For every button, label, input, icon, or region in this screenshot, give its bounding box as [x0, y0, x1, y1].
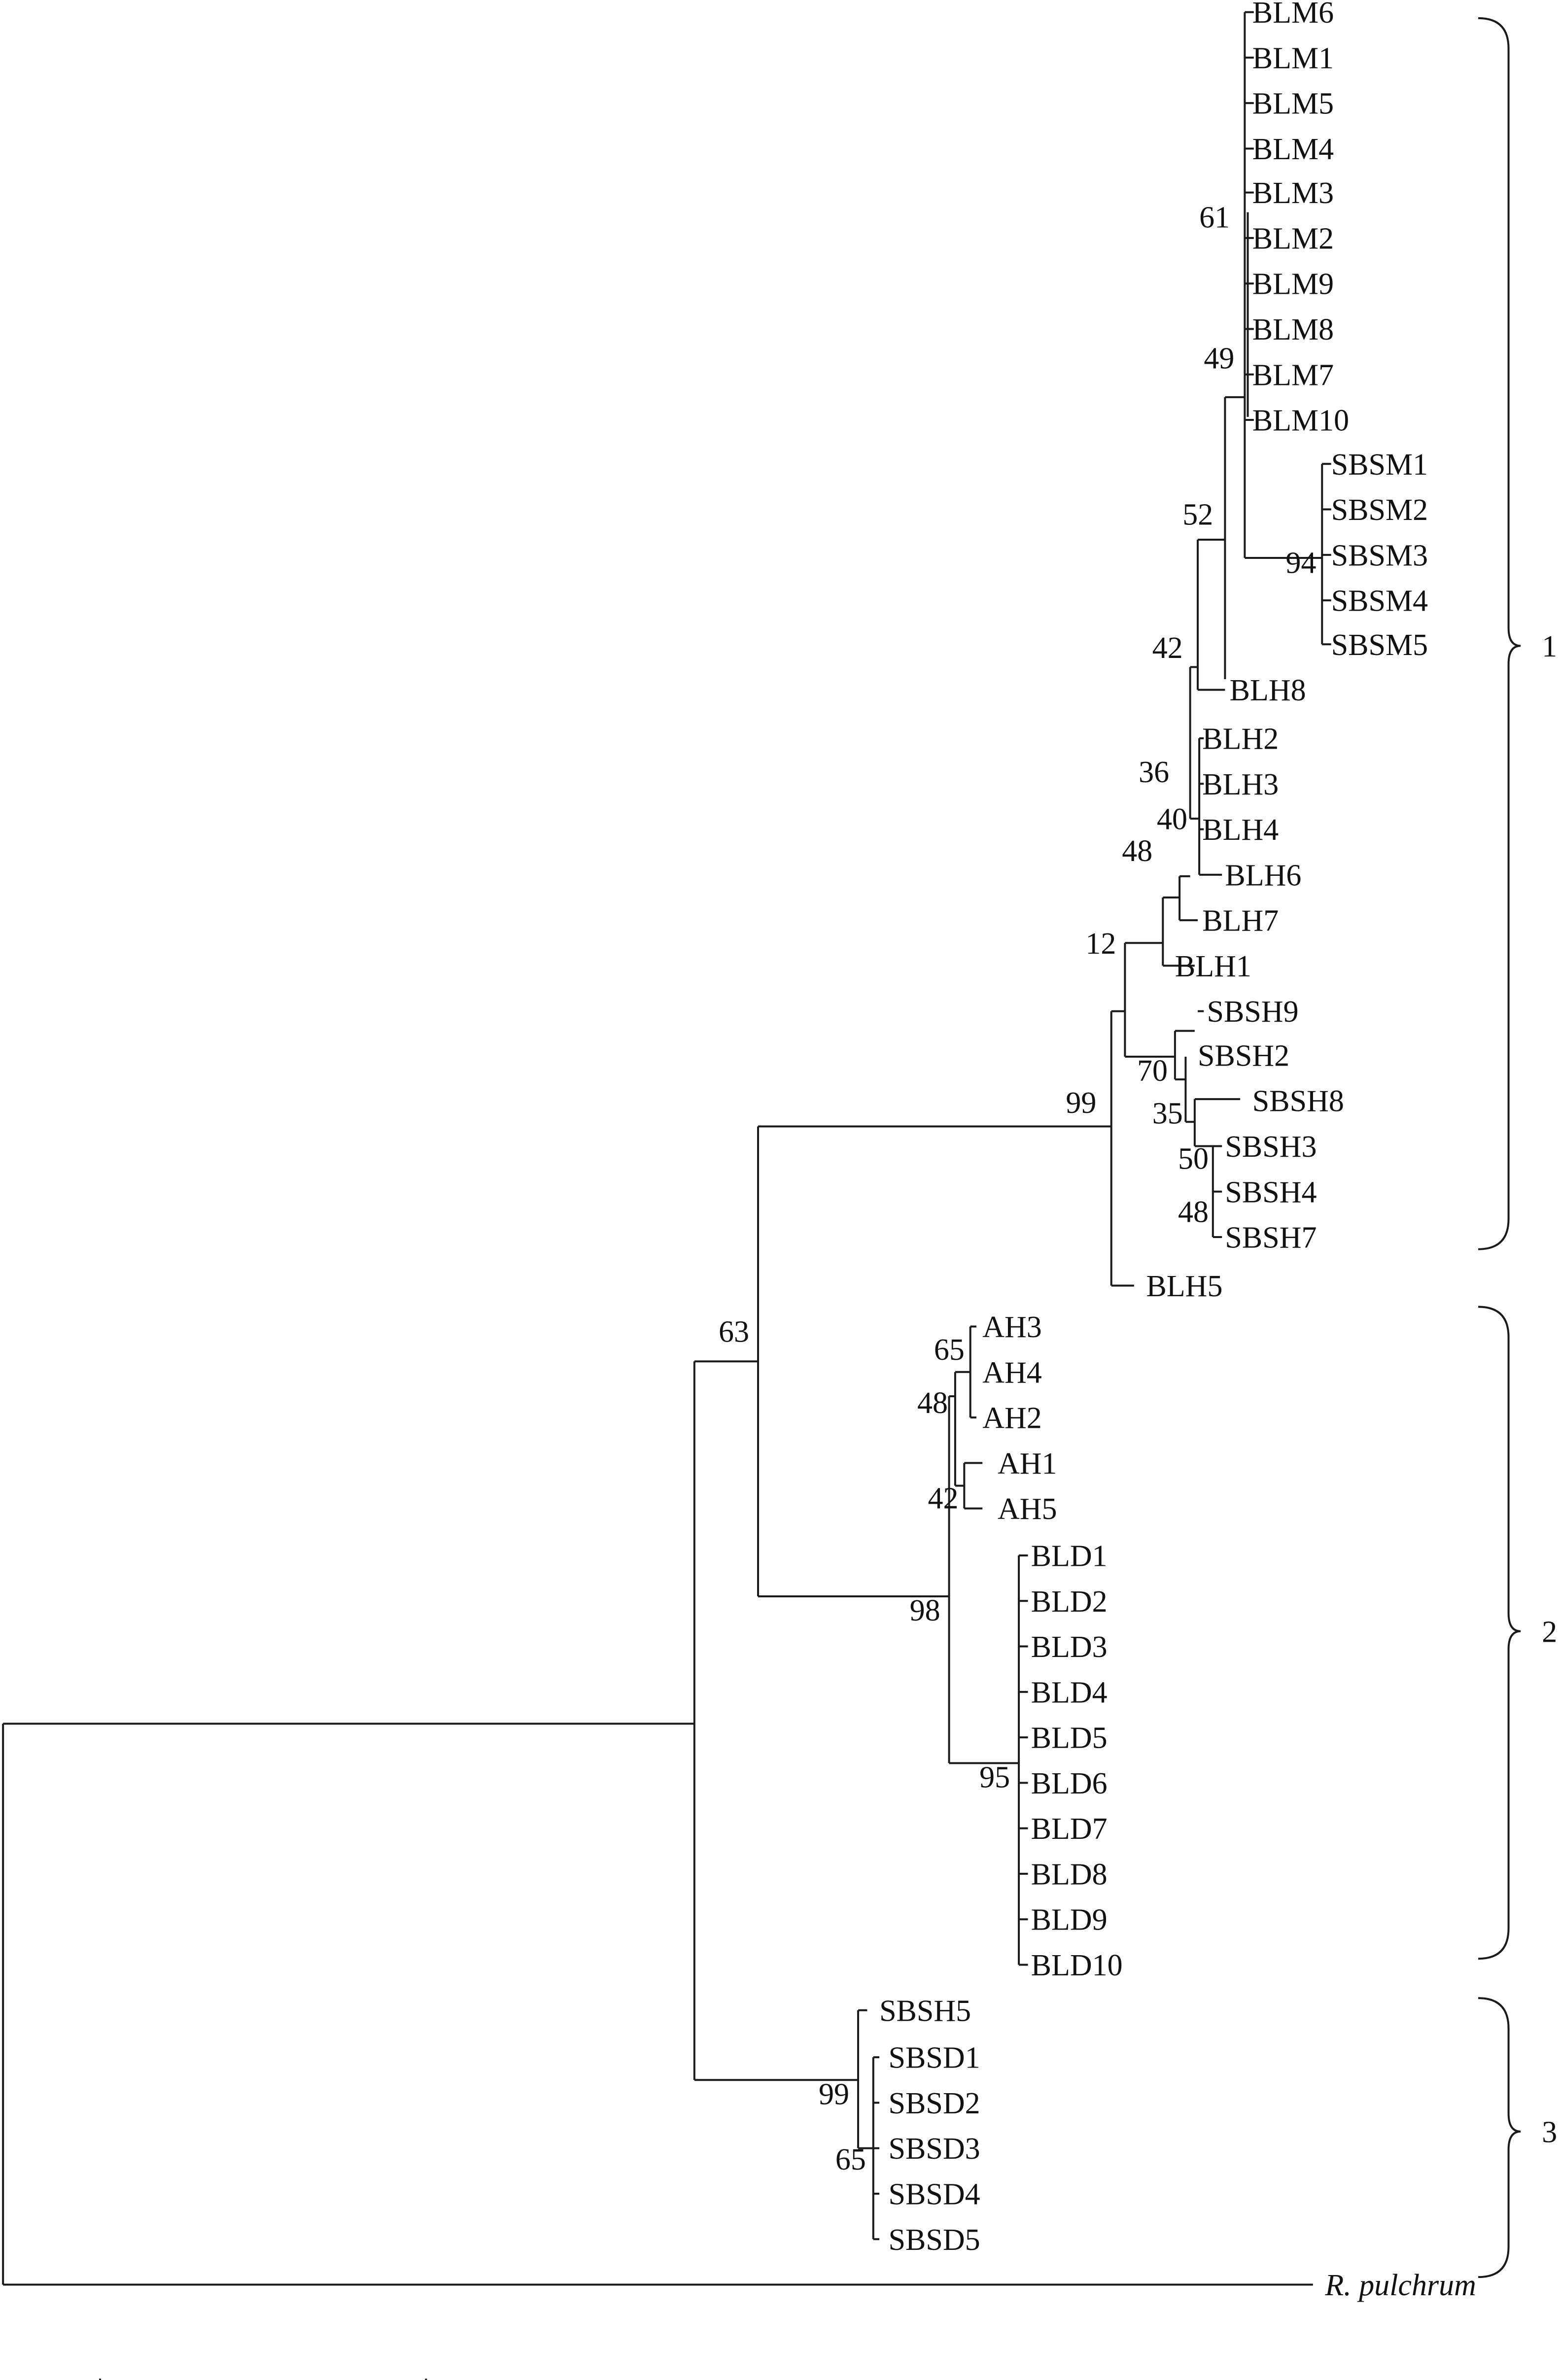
leaf-label-bld2: BLD2	[1031, 1585, 1108, 1619]
bootstrap-value: 40	[1157, 803, 1187, 836]
clade-brackets: 1 2 3	[1478, 17, 1557, 2278]
clade-bracket-3	[1478, 1997, 1521, 2278]
leaf-label-blh1: BLH1	[1175, 950, 1251, 983]
clade-bracket-2	[1478, 1306, 1521, 1960]
bootstrap-value: 12	[1085, 927, 1116, 961]
leaf-label-sbsh9: SBSH9	[1207, 995, 1298, 1029]
leaf-label-blm10: BLM10	[1252, 404, 1349, 438]
leaf-label-rp: R. pulchrum	[1324, 2269, 1476, 2302]
leaf-label-sbsm2: SBSM2	[1331, 493, 1428, 527]
leaf-label-sbsd2: SBSD2	[889, 2087, 980, 2120]
leaf-label-sbsm4: SBSM4	[1331, 585, 1428, 618]
bootstrap-value: 65	[934, 1333, 965, 1367]
leaf-label-blm7: BLM7	[1252, 358, 1334, 392]
leaf-label-blh7: BLH7	[1202, 904, 1279, 938]
bootstrap-value: 35	[1152, 1097, 1183, 1130]
leaf-label-bld6: BLD6	[1031, 1767, 1108, 1800]
leaf-label-blm1: BLM1	[1252, 41, 1334, 75]
leaf-label-blh8: BLH8	[1230, 674, 1306, 707]
bootstrap-value: 48	[917, 1386, 948, 1420]
bootstrap-value: 99	[1066, 1086, 1096, 1120]
leaf-label-blh3: BLH3	[1202, 768, 1279, 801]
leaf-label-bld1: BLD1	[1031, 1540, 1108, 1573]
leaf-label-bld8: BLD8	[1031, 1858, 1108, 1891]
leaf-label-blh5: BLH5	[1146, 1270, 1222, 1303]
leaf-label-ah5: AH5	[998, 1492, 1057, 1526]
leaf-label-sbsm3: SBSM3	[1331, 539, 1428, 572]
bootstrap-value: 70	[1137, 1054, 1168, 1088]
leaf-label-bld9: BLD9	[1031, 1903, 1108, 1937]
leaf-label-sbsd1: SBSD1	[889, 2041, 980, 2075]
bootstrap-value: 52	[1182, 498, 1213, 531]
leaf-label-sbsd5: SBSD5	[889, 2223, 980, 2257]
leaf-label-bld10: BLD10	[1031, 1949, 1123, 1982]
leaf-label-blh4: BLH4	[1202, 813, 1279, 847]
leaf-label-sbsh5: SBSH5	[879, 1994, 971, 2028]
leaf-label-ah1: AH1	[998, 1447, 1057, 1481]
leaf-label-ah2: AH2	[982, 1402, 1042, 1435]
bootstrap-value: 94	[1285, 547, 1316, 580]
leaf-label-blm5: BLM5	[1252, 87, 1334, 121]
bootstrap-value: 48	[1122, 834, 1152, 868]
leaf-label-blm4: BLM4	[1252, 133, 1334, 166]
leaf-label-blm9: BLM9	[1252, 268, 1334, 301]
leaf-label-blh6: BLH6	[1225, 859, 1301, 892]
bootstrap-labels: 6149945242364048127035504899636548429895…	[719, 201, 1316, 2176]
leaf-label-sbsh3: SBSH3	[1225, 1130, 1316, 1164]
leaf-label-bld7: BLD7	[1031, 1812, 1108, 1846]
bootstrap-value: 42	[928, 1482, 959, 1516]
leaf-label-sbsh4: SBSH4	[1225, 1175, 1316, 1209]
leaf-label-blm2: BLM2	[1252, 222, 1334, 255]
leaf-label-sbsm1: SBSM1	[1331, 448, 1428, 482]
clade-label-1: 1	[1542, 630, 1557, 663]
leaf-label-sbsh7: SBSH7	[1225, 1221, 1316, 1255]
leaf-label-sbsd4: SBSD4	[889, 2178, 980, 2211]
bootstrap-value: 98	[910, 1594, 940, 1627]
leaf-label-sbsh2: SBSH2	[1198, 1039, 1289, 1072]
leaf-label-bld5: BLD5	[1031, 1722, 1108, 1755]
clade-label-2: 2	[1542, 1615, 1557, 1649]
leaf-label-bld4: BLD4	[1031, 1676, 1108, 1709]
bootstrap-value: 50	[1178, 1142, 1209, 1176]
bootstrap-value: 42	[1152, 631, 1183, 665]
leaf-label-sbsd3: SBSD3	[889, 2132, 980, 2166]
bootstrap-value: 63	[719, 1315, 749, 1348]
leaf-labels: BLM6BLM1BLM5BLM4BLM3BLM2BLM9BLM8BLM7BLM1…	[879, 0, 1476, 2302]
leaf-label-bld3: BLD3	[1031, 1630, 1108, 1664]
tree-branches	[2, 11, 1331, 2286]
leaf-label-blh2: BLH2	[1202, 723, 1279, 756]
bootstrap-value: 36	[1139, 756, 1169, 789]
bootstrap-value: 61	[1199, 201, 1230, 234]
leaf-label-sbsh8: SBSH8	[1252, 1085, 1344, 1118]
leaf-label-ah4: AH4	[982, 1356, 1042, 1389]
bootstrap-value: 99	[819, 2077, 849, 2111]
leaf-label-blm3: BLM3	[1252, 176, 1334, 210]
leaf-label-blm6: BLM6	[1252, 0, 1334, 30]
bootstrap-value: 48	[1178, 1195, 1209, 1229]
clade-label-3: 3	[1542, 2115, 1557, 2149]
bootstrap-value: 49	[1204, 342, 1234, 375]
bootstrap-value: 95	[979, 1761, 1010, 1794]
leaf-label-ah3: AH3	[982, 1311, 1042, 1344]
leaf-label-blm8: BLM8	[1252, 313, 1334, 346]
bootstrap-value: 65	[835, 2143, 866, 2176]
clade-bracket-1	[1478, 17, 1521, 1250]
leaf-label-sbsm5: SBSM5	[1331, 628, 1428, 662]
